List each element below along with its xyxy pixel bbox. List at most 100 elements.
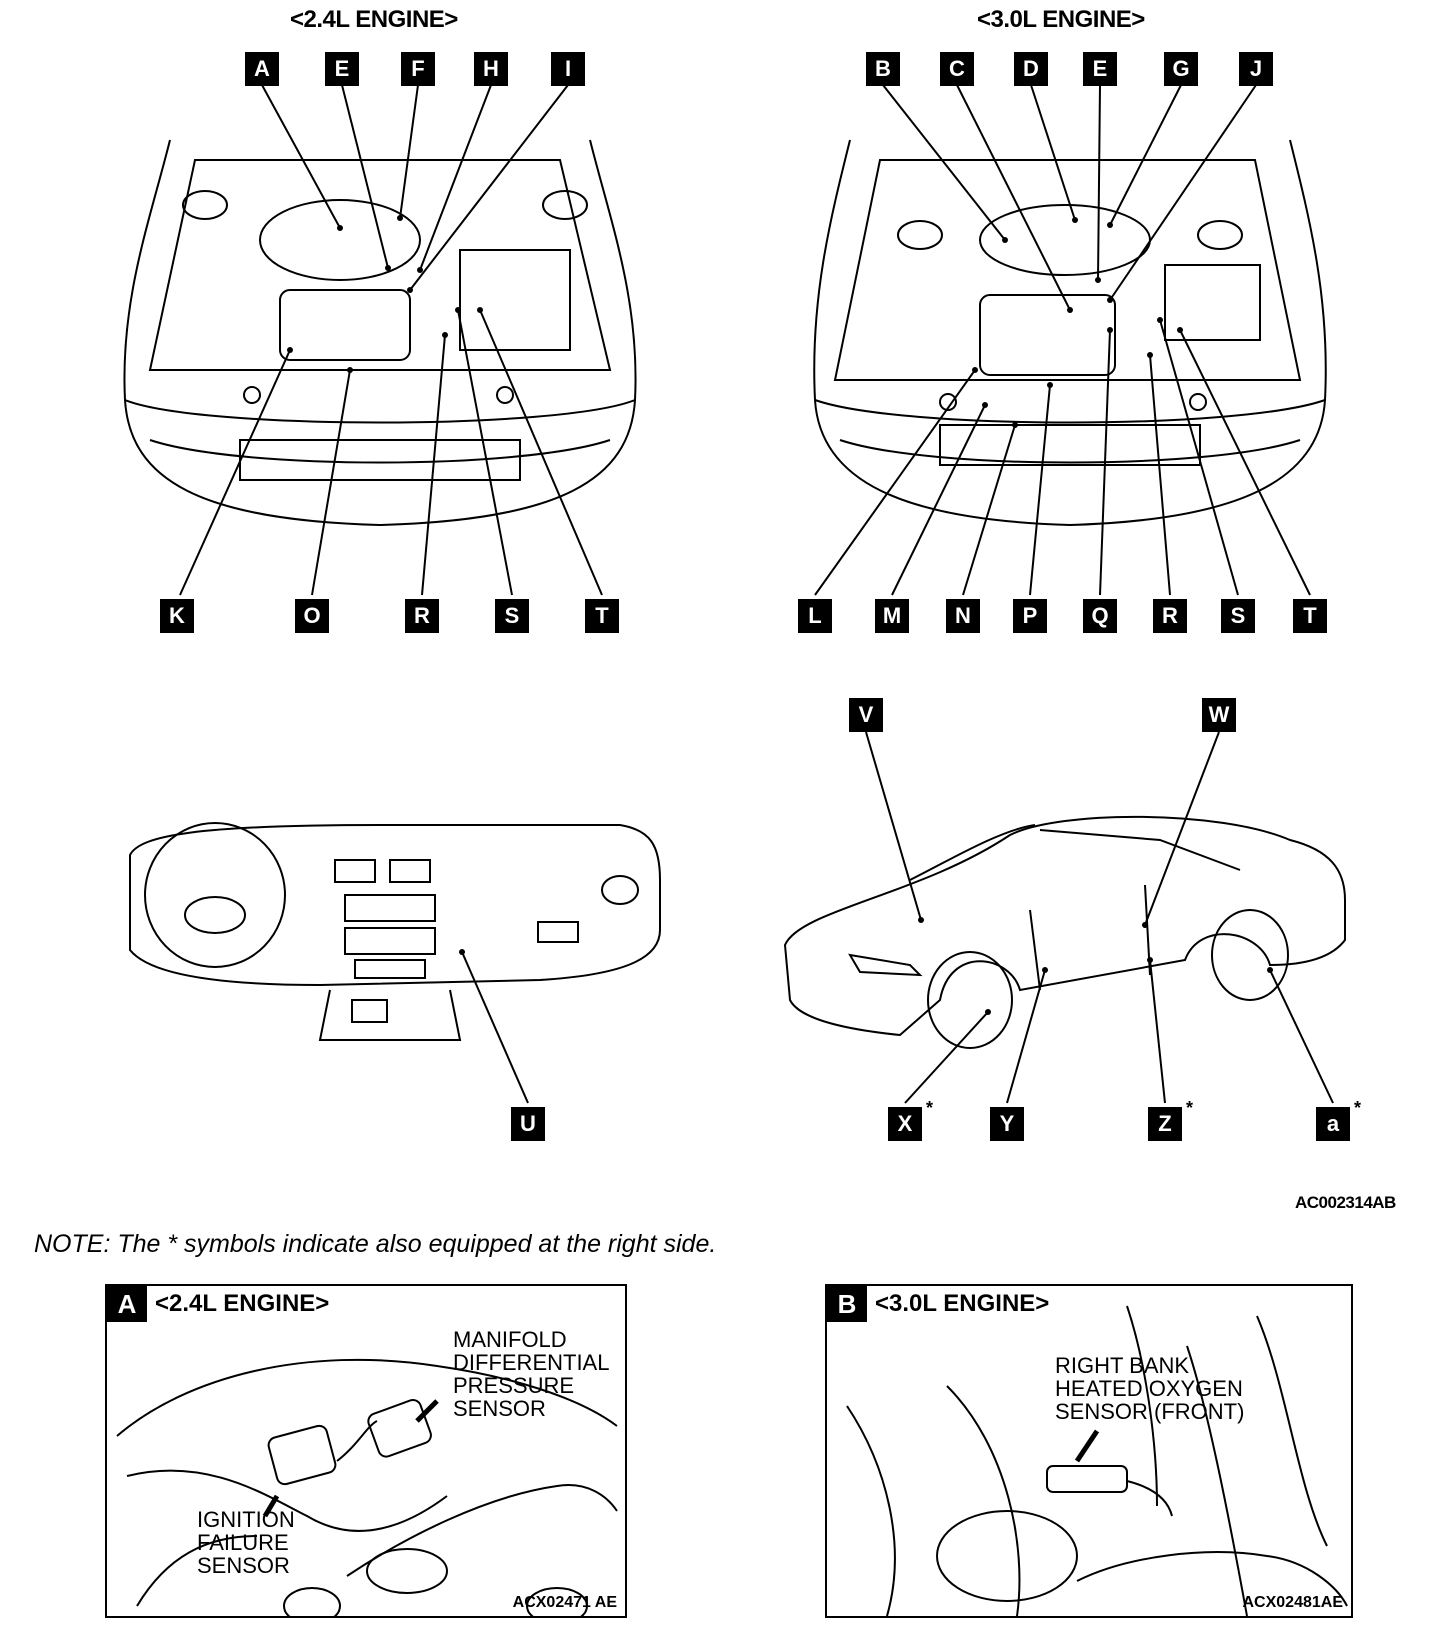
car-door-line-1 — [1029, 909, 1041, 991]
label-E-30: E — [1083, 52, 1117, 86]
star-Z: * — [1186, 1098, 1194, 1118]
label-R-24: R — [405, 599, 439, 633]
engine-30-battery — [1164, 264, 1261, 341]
label-Y: Y — [990, 1107, 1024, 1141]
label-C-30: C — [940, 52, 974, 86]
label-J-30: J — [1239, 52, 1273, 86]
engine-30-hood — [813, 139, 1327, 527]
engine-24-illustration — [123, 139, 637, 527]
callout-line: SENSOR — [197, 1553, 290, 1578]
engine-30-bumper — [814, 399, 1326, 464]
dash-outline — [129, 824, 661, 987]
label-S-30: S — [1221, 599, 1255, 633]
label-K-24: K — [160, 599, 194, 633]
engine-30-illustration — [813, 139, 1327, 527]
engine-24-battery — [459, 249, 571, 351]
engine-24-hood-left — [123, 139, 637, 527]
label-L-30: L — [798, 599, 832, 633]
car-headlight — [848, 953, 923, 977]
glovebox-handle — [537, 921, 579, 943]
dashboard-illustration — [129, 822, 661, 1041]
callout-line: DIFFERENTIAL — [453, 1350, 610, 1375]
callout-line: FAILURE — [197, 1530, 289, 1555]
panel-a-code: ACX02471 AE — [512, 1594, 617, 1611]
label-Z: Z — [1148, 1107, 1182, 1141]
engine-30-radiator — [939, 424, 1201, 466]
car-windshield — [909, 824, 1036, 881]
engine-24-strut-right — [542, 190, 588, 220]
radio-2 — [344, 927, 436, 955]
panel-a-tag: A — [107, 1286, 147, 1322]
label-G-30: G — [1164, 52, 1198, 86]
engine-30-strut-right — [1197, 220, 1243, 250]
car-body — [783, 815, 1346, 1037]
label-T-30: T — [1293, 599, 1327, 633]
label-O-24: O — [295, 599, 329, 633]
label-N-30: N — [946, 599, 980, 633]
leaders-24 — [179, 84, 603, 596]
console — [318, 989, 462, 1041]
label-R-30: R — [1153, 599, 1187, 633]
detail-panel-b: B <3.0L ENGINE> RIGHT BANK HEATED OXYGEN… — [825, 1284, 1353, 1618]
figure-code: AC002314AB — [1295, 1193, 1396, 1212]
panel-b-callout-oxygen: RIGHT BANK HEATED OXYGEN SENSOR (FRONT) — [1055, 1354, 1244, 1423]
label-F-24: F — [401, 52, 435, 86]
label-A-24: A — [245, 52, 279, 86]
callout-line: SENSOR (FRONT) — [1055, 1399, 1245, 1424]
car-rear-wheel — [1211, 909, 1289, 1001]
engine-24-mount-left — [243, 386, 261, 404]
callout-line: RIGHT BANK — [1055, 1353, 1190, 1378]
engine-24-mount-right — [496, 386, 514, 404]
engine-24-title: <2.4L ENGINE> — [290, 6, 458, 33]
panel-b-tag: B — [827, 1286, 867, 1322]
leaders-lower — [459, 731, 1334, 1104]
callout-line: SENSOR — [453, 1396, 546, 1421]
center-vent-1 — [334, 859, 376, 883]
panel-b-title: <3.0L ENGINE> — [875, 1290, 1050, 1317]
engine-30-title: <3.0L ENGINE> — [977, 6, 1145, 33]
detail-panel-a: A <2.4L ENGINE> MANIFOLD DIFFERENTIAL PR… — [105, 1284, 627, 1618]
panel-a-title: <2.4L ENGINE> — [155, 1290, 330, 1317]
engine-24-intake — [259, 199, 421, 281]
radio-1 — [344, 894, 436, 922]
label-Q-30: Q — [1083, 599, 1117, 633]
console-switch — [351, 999, 388, 1023]
steering-wheel — [144, 822, 286, 968]
panel-b-code: ACX02481AE — [1242, 1594, 1344, 1611]
label-H-24: H — [474, 52, 508, 86]
car-illustration — [783, 815, 1346, 1049]
label-V: V — [849, 698, 883, 732]
label-T-24: T — [585, 599, 619, 633]
engine-30-mount-left — [939, 393, 957, 411]
steering-hub — [184, 896, 246, 934]
callout-line: PRESSURE — [453, 1373, 575, 1398]
label-B-30: B — [866, 52, 900, 86]
engine-24-strut-left — [182, 190, 228, 220]
engine-24-fender — [148, 159, 612, 371]
car-front-wheel — [927, 951, 1013, 1049]
panel-a-artwork — [116, 1358, 618, 1616]
callout-line: MANIFOLD — [453, 1327, 567, 1352]
panel-a-callout-ignition: IGNITION FAILURE SENSOR — [197, 1508, 295, 1577]
label-M-30: M — [875, 599, 909, 633]
label-W: W — [1202, 698, 1236, 732]
leaders-30 — [814, 84, 1311, 596]
right-vent — [601, 875, 639, 905]
label-I-24: I — [551, 52, 585, 86]
radio-3 — [354, 959, 426, 979]
callout-line: IGNITION — [197, 1507, 295, 1532]
engine-24-bumper — [124, 399, 636, 464]
engine-24-block — [279, 289, 411, 361]
label-P-30: P — [1013, 599, 1047, 633]
engine-30-fender — [833, 159, 1302, 381]
label-X: X — [888, 1107, 922, 1141]
panel-b-artwork — [846, 1305, 1348, 1616]
panel-a-callout-manifold: MANIFOLD DIFFERENTIAL PRESSURE SENSOR — [453, 1328, 609, 1420]
label-a: a — [1316, 1107, 1350, 1141]
engine-30-mount-right — [1189, 393, 1207, 411]
star-X: * — [926, 1098, 934, 1118]
label-E-24: E — [325, 52, 359, 86]
star-a: * — [1354, 1098, 1362, 1118]
engine-30-strut-left — [897, 220, 943, 250]
